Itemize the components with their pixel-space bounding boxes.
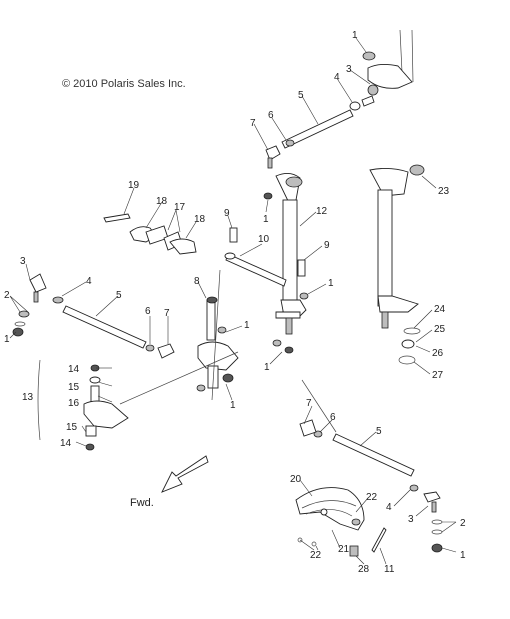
callout-20: 20 (290, 474, 302, 485)
tie-rod-left (12, 273, 175, 359)
callout-7: 7 (250, 118, 256, 129)
callout-19: 19 (128, 180, 140, 191)
callout-8: 8 (194, 276, 200, 287)
tie-rod-upper (281, 84, 379, 149)
callout-3: 3 (346, 64, 352, 75)
callout-4: 4 (334, 72, 340, 83)
tie-rod-end-upper-left (265, 145, 281, 169)
callout-18: 18 (194, 214, 206, 225)
callout-17: 17 (174, 202, 186, 213)
callout-6: 6 (145, 306, 151, 317)
callout-26: 26 (432, 348, 444, 359)
callout-labels: 1 3 4 5 7 6 1 12 23 19 18 17 18 9 10 9 1… (4, 30, 466, 575)
steering-link (224, 252, 306, 287)
callout-1: 1 (352, 30, 358, 41)
callout-15: 15 (66, 422, 78, 433)
callout-3: 3 (408, 514, 414, 525)
nut-icon (362, 51, 376, 61)
callout-14: 14 (60, 438, 72, 449)
callout-1: 1 (244, 320, 250, 331)
cap-icon (409, 164, 425, 176)
callout-1: 1 (230, 400, 236, 411)
callout-6: 6 (330, 412, 336, 423)
clip-stack (398, 327, 421, 365)
callout-4: 4 (86, 276, 92, 287)
steering-column-right (369, 164, 425, 329)
spindle-assembly (37, 351, 239, 451)
callout-23: 23 (438, 186, 450, 197)
callout-21: 21 (338, 544, 350, 555)
callout-28: 28 (358, 564, 370, 575)
callout-24: 24 (434, 304, 446, 315)
forward-direction-arrow: Fwd. (130, 455, 209, 509)
steering-post-top (362, 29, 414, 89)
leader-lines (9, 37, 457, 565)
pitman-arm (196, 269, 239, 401)
callout-7: 7 (164, 308, 170, 319)
callout-22: 22 (366, 492, 378, 503)
callout-14: 14 (68, 364, 80, 375)
tie-rod-lower-right (299, 379, 443, 553)
callout-10: 10 (258, 234, 270, 245)
callout-11: 11 (384, 564, 395, 575)
callout-5: 5 (298, 90, 304, 101)
callout-1: 1 (4, 334, 10, 345)
callout-9: 9 (324, 240, 330, 251)
callout-1: 1 (460, 550, 466, 561)
shield-plate (295, 487, 387, 557)
callout-1: 1 (328, 278, 334, 289)
callout-9: 9 (224, 208, 230, 219)
callout-16: 16 (68, 398, 80, 409)
callout-6: 6 (268, 110, 274, 121)
callout-2: 2 (460, 518, 466, 529)
callout-18: 18 (156, 196, 168, 207)
callout-12: 12 (316, 206, 328, 217)
callout-7: 7 (306, 398, 312, 409)
callout-15: 15 (68, 382, 80, 393)
steering-column (263, 173, 309, 354)
fwd-label: Fwd. (130, 497, 154, 509)
callout-4: 4 (386, 502, 392, 513)
copyright-notice: © 2010 Polaris Sales Inc. (62, 78, 186, 90)
callout-13: 13 (22, 392, 34, 403)
ball-joint-icon (367, 84, 379, 96)
callout-5: 5 (376, 426, 382, 437)
callout-22: 22 (310, 550, 322, 561)
callout-1: 1 (263, 214, 269, 225)
bracket-assembly (103, 213, 238, 255)
callout-3: 3 (20, 256, 26, 267)
callout-2: 2 (4, 290, 10, 301)
callout-1: 1 (264, 362, 270, 373)
callout-27: 27 (432, 370, 444, 381)
callout-25: 25 (434, 324, 446, 335)
callout-5: 5 (116, 290, 122, 301)
